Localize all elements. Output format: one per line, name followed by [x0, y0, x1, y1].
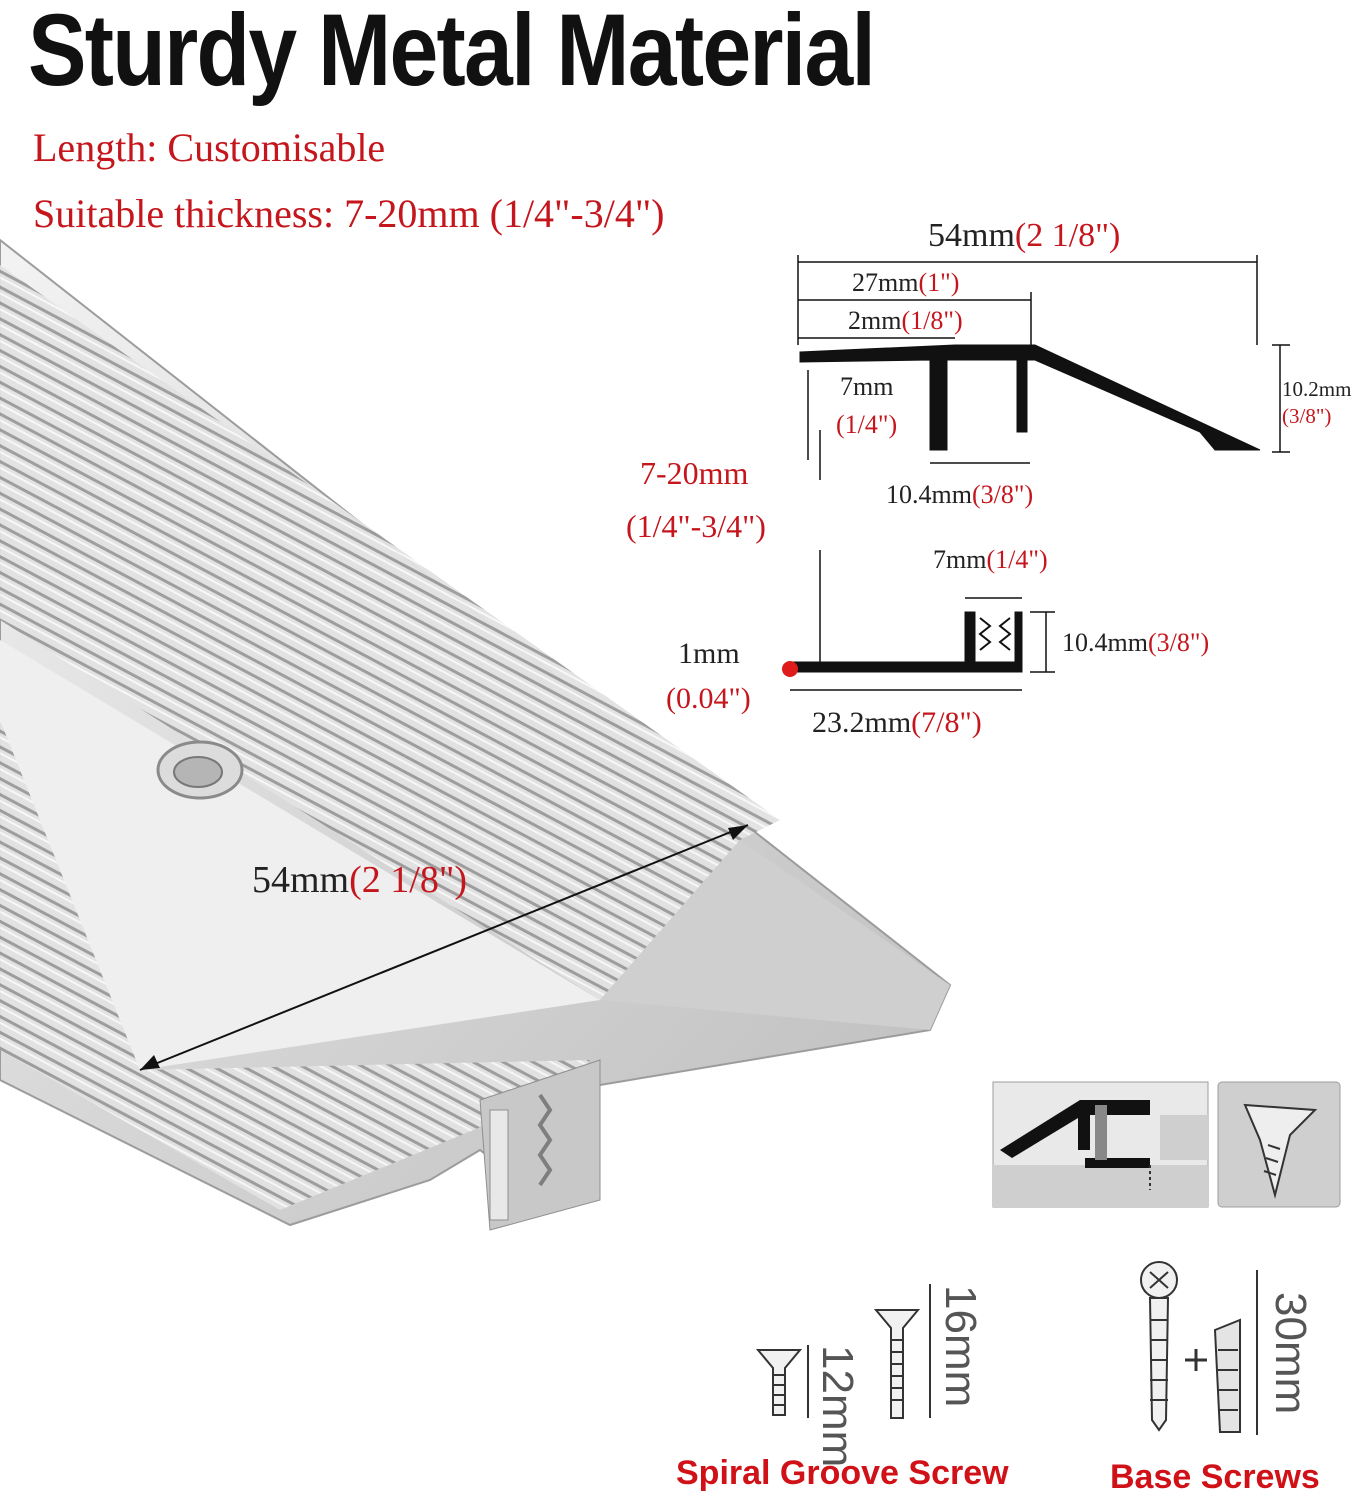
- floor-range-in: (1/4"-3/4"): [626, 508, 766, 544]
- thickness-spec: Suitable thickness: 7-20mm (1/4"-3/4"): [33, 191, 665, 236]
- screw-12mm-label: 12mm: [813, 1345, 862, 1468]
- profile-leg-height-mm: 7mm: [840, 372, 894, 401]
- floor-range-mm: 7-20mm: [640, 455, 749, 491]
- base-screws-caption: Base Screws: [1110, 1458, 1320, 1496]
- length-spec: Length: Customisable: [33, 125, 386, 170]
- spiral-groove-screw-caption: Spiral Groove Screw: [676, 1454, 1009, 1492]
- base-cross-section: [782, 597, 1055, 691]
- profile-leg-height-in: (1/4"): [836, 410, 898, 439]
- screw-set: [755, 1261, 1258, 1435]
- profile-top-thickness-label: 2mm(1/8"): [848, 306, 963, 335]
- install-diagram: [992, 1081, 1341, 1208]
- screw-30mm-label: 30mm: [1266, 1292, 1315, 1415]
- product-width-label: 54mm(2 1/8"): [252, 859, 468, 901]
- base-thickness-mm: 1mm: [678, 637, 740, 670]
- profile-height-in: (3/8"): [1282, 404, 1332, 428]
- page-title: Sturdy Metal Material: [28, 0, 876, 107]
- screw-16mm-label: 16mm: [936, 1285, 985, 1408]
- profile-height-mm: 10.2mm: [1282, 377, 1352, 401]
- profile-leg-gap-label: 10.4mm(3/8"): [886, 480, 1034, 509]
- base-clip-width-label: 7mm(1/4"): [933, 545, 1048, 574]
- base-width-label: 23.2mm(7/8"): [812, 706, 982, 739]
- profile-half-width-label: 27mm(1"): [852, 268, 960, 297]
- base-thickness-in: (0.04"): [666, 682, 751, 715]
- base-clip-height-label: 10.4mm(3/8"): [1062, 628, 1210, 657]
- metal-strip-render: [0, 238, 952, 1231]
- profile-width-label: 54mm(2 1/8"): [928, 217, 1121, 254]
- profile-cross-section: [797, 255, 1290, 665]
